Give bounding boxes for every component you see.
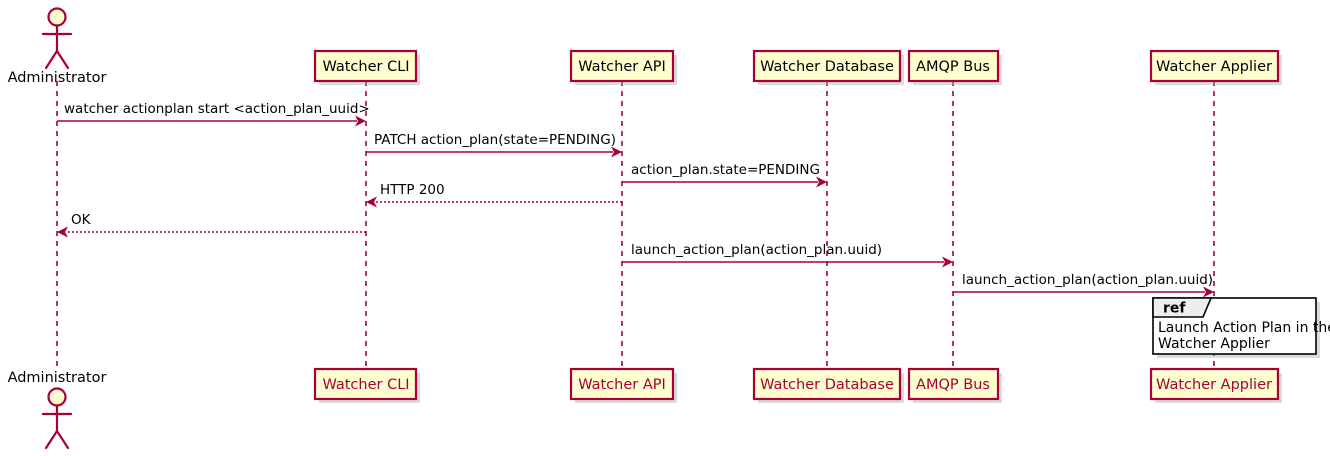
message-2: PATCH action_plan(state=PENDING) [366, 132, 622, 158]
participant-amqp-bus-bottom[interactable]: AMQP Bus [907, 367, 1002, 403]
participant-watcher-api-top[interactable]: Watcher API [569, 49, 677, 85]
participant-box[interactable] [1149, 367, 1280, 401]
participant-label: Watcher CLI [322, 377, 409, 393]
participant-label: Watcher API [578, 377, 666, 393]
actor-leg-left-icon [44, 429, 59, 450]
participant-label: Watcher Applier [1156, 377, 1272, 393]
participant-box[interactable] [569, 49, 675, 83]
messages-group: watcher actionplan start <action_plan_uu… [57, 101, 1214, 298]
message-arrowhead-icon [355, 115, 366, 127]
message-arrowhead-icon [611, 146, 622, 158]
participant-label: Watcher Applier [1156, 59, 1272, 75]
participant-box[interactable] [569, 367, 675, 401]
participant-watcher-database-top[interactable]: Watcher Database [752, 49, 904, 85]
participant-watcher-api-bottom[interactable]: Watcher API [569, 367, 677, 403]
actor-administrator-bottom[interactable]: Administrator [8, 370, 107, 450]
message-6: launch_action_plan(action_plan.uuid) [622, 242, 953, 268]
message-arrowhead-icon [366, 196, 377, 208]
participant-box[interactable] [907, 367, 1000, 401]
participant-watcher-applier-top[interactable]: Watcher Applier [1149, 49, 1282, 85]
participant-box[interactable] [752, 367, 902, 401]
participant-watcher-applier-bottom[interactable]: Watcher Applier [1149, 367, 1282, 403]
participant-box[interactable] [1149, 49, 1280, 83]
actor-leg-left-icon [44, 49, 59, 70]
actor-head-icon [47, 7, 67, 27]
ref-body-line: Launch Action Plan in the [1158, 320, 1330, 336]
participant-label: Watcher Database [760, 59, 894, 75]
actor-administrator-top[interactable]: Administrator [8, 7, 107, 87]
ref-tab-label: ref [1163, 301, 1186, 317]
participant-label: Watcher Database [760, 377, 894, 393]
message-label: HTTP 200 [380, 182, 445, 198]
participant-box[interactable] [313, 49, 418, 83]
message-label: launch_action_plan(action_plan.uuid) [962, 272, 1213, 288]
message-arrowhead-icon [57, 226, 68, 238]
actor-label: Administrator [8, 370, 107, 386]
message-label: launch_action_plan(action_plan.uuid) [631, 242, 882, 258]
participant-label: Watcher CLI [322, 59, 409, 75]
actor-label: Administrator [8, 70, 107, 86]
actor-leg-right-icon [55, 49, 70, 70]
lifelines-group [56, 81, 1215, 369]
message-arrowhead-icon [1203, 286, 1214, 298]
message-label: PATCH action_plan(state=PENDING) [374, 132, 616, 148]
actor-head-icon [47, 387, 67, 407]
message-label: watcher actionplan start <action_plan_uu… [64, 101, 370, 117]
participant-watcher-cli-bottom[interactable]: Watcher CLI [313, 367, 420, 403]
participant-label: AMQP Bus [916, 377, 990, 393]
participant-label: AMQP Bus [916, 59, 990, 75]
participant-box[interactable] [907, 49, 1000, 83]
participant-watcher-cli-top[interactable]: Watcher CLI [313, 49, 420, 85]
message-7: launch_action_plan(action_plan.uuid) [953, 272, 1214, 298]
participant-watcher-database-bottom[interactable]: Watcher Database [752, 367, 904, 403]
message-arrowhead-icon [942, 256, 953, 268]
message-4: HTTP 200 [366, 182, 622, 208]
message-label: OK [71, 212, 92, 228]
ref-tab [1152, 297, 1213, 318]
message-3: action_plan.state=PENDING [622, 162, 827, 188]
participant-box[interactable] [313, 367, 418, 401]
ref-body-line: Watcher Applier [1158, 336, 1270, 352]
message-1: watcher actionplan start <action_plan_uu… [57, 101, 370, 127]
message-5: OK [57, 212, 366, 238]
participants-group: Watcher CLI Watcher CLI Watcher API Watcher… [313, 49, 1282, 403]
message-label: action_plan.state=PENDING [631, 162, 820, 178]
participant-amqp-bus-top[interactable]: AMQP Bus [907, 49, 1002, 85]
participant-box[interactable] [752, 49, 902, 83]
message-arrowhead-icon [816, 176, 827, 188]
actor-leg-right-icon [55, 429, 70, 450]
participant-label: Watcher API [578, 59, 666, 75]
